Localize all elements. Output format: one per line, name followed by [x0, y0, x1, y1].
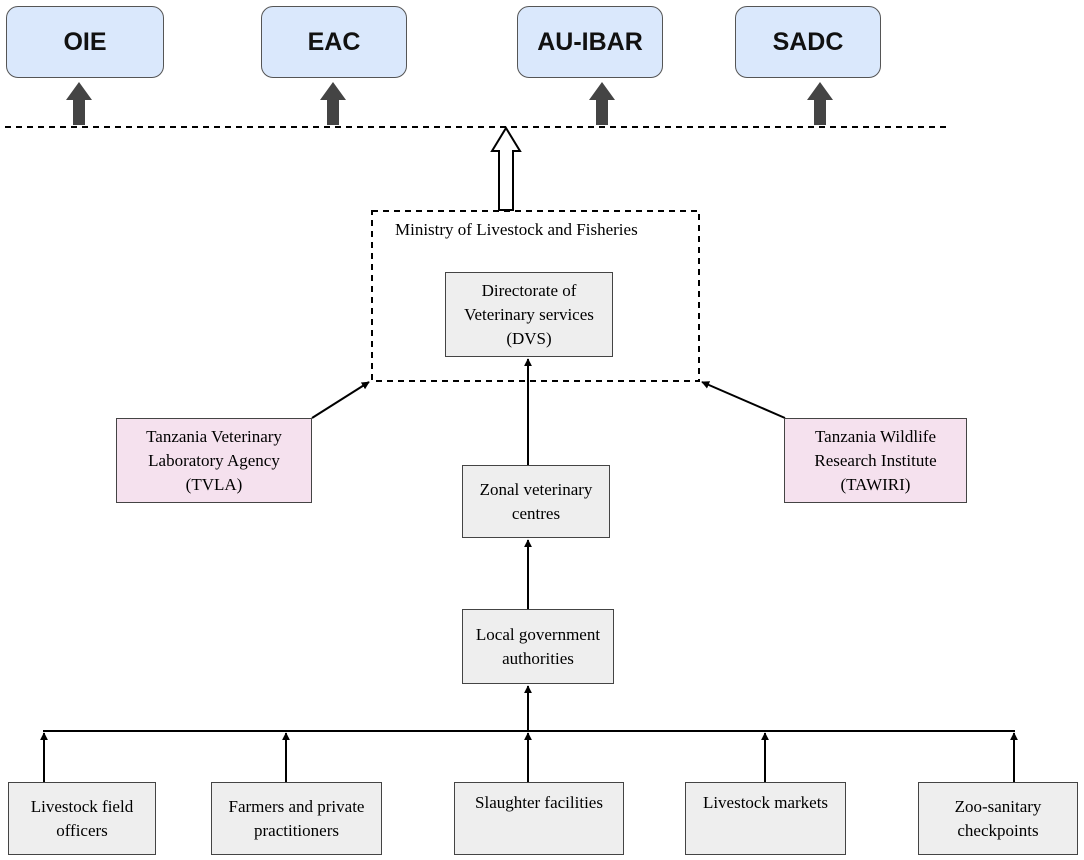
tvla-label: Tanzania Veterinary Laboratory Agency (T… [146, 426, 282, 494]
arrow-to-eac [320, 82, 346, 125]
markets-box: Livestock markets [685, 782, 846, 855]
arrow-tawiri-to-ministry [701, 381, 786, 419]
slaughter-box: Slaughter facilities [454, 782, 624, 855]
arrow-to-oie [66, 82, 92, 125]
dvs-box: Directorate of Veterinary services (DVS) [445, 272, 613, 357]
slaughter-label: Slaughter facilities [475, 793, 603, 812]
ministry-boundary [371, 210, 700, 382]
dvs-label: Directorate of Veterinary services (DVS) [464, 280, 594, 348]
zonal-centres-box: Zonal veterinary centres [462, 465, 610, 538]
au-ibar-box: AU-IBAR [517, 6, 663, 78]
arrow-to-au-ibar [589, 82, 615, 125]
field-officers-box: Livestock field officers [8, 782, 156, 855]
local-government-label: Local government authorities [475, 624, 601, 668]
tawiri-label: Tanzania Wildlife Research Institute (TA… [814, 426, 937, 494]
markets-label: Livestock markets [702, 793, 829, 812]
farmers-box: Farmers and private practitioners [211, 782, 382, 855]
au-ibar-label: AU-IBAR [537, 27, 643, 56]
sadc-label: SADC [772, 27, 844, 56]
hollow-arrow-ministry-up [490, 126, 522, 211]
tvla-box: Tanzania Veterinary Laboratory Agency (T… [116, 418, 312, 503]
eac-label: EAC [307, 27, 361, 56]
tawiri-box: Tanzania Wildlife Research Institute (TA… [784, 418, 967, 503]
arrow-tvla-to-ministry [311, 381, 370, 419]
oie-box: OIE [6, 6, 164, 78]
farmers-label: Farmers and private practitioners [228, 796, 365, 840]
arrow-to-sadc [807, 82, 833, 125]
zonal-centres-label: Zonal veterinary centres [479, 479, 593, 523]
sadc-box: SADC [735, 6, 881, 78]
checkpoints-label: Zoo-sanitary checkpoints [954, 796, 1042, 840]
ministry-label: Ministry of Livestock and Fisheries [395, 220, 638, 239]
local-government-box: Local government authorities [462, 609, 614, 684]
field-officers-label: Livestock field officers [30, 796, 134, 840]
checkpoints-box: Zoo-sanitary checkpoints [918, 782, 1078, 855]
eac-box: EAC [261, 6, 407, 78]
oie-label: OIE [63, 27, 107, 56]
